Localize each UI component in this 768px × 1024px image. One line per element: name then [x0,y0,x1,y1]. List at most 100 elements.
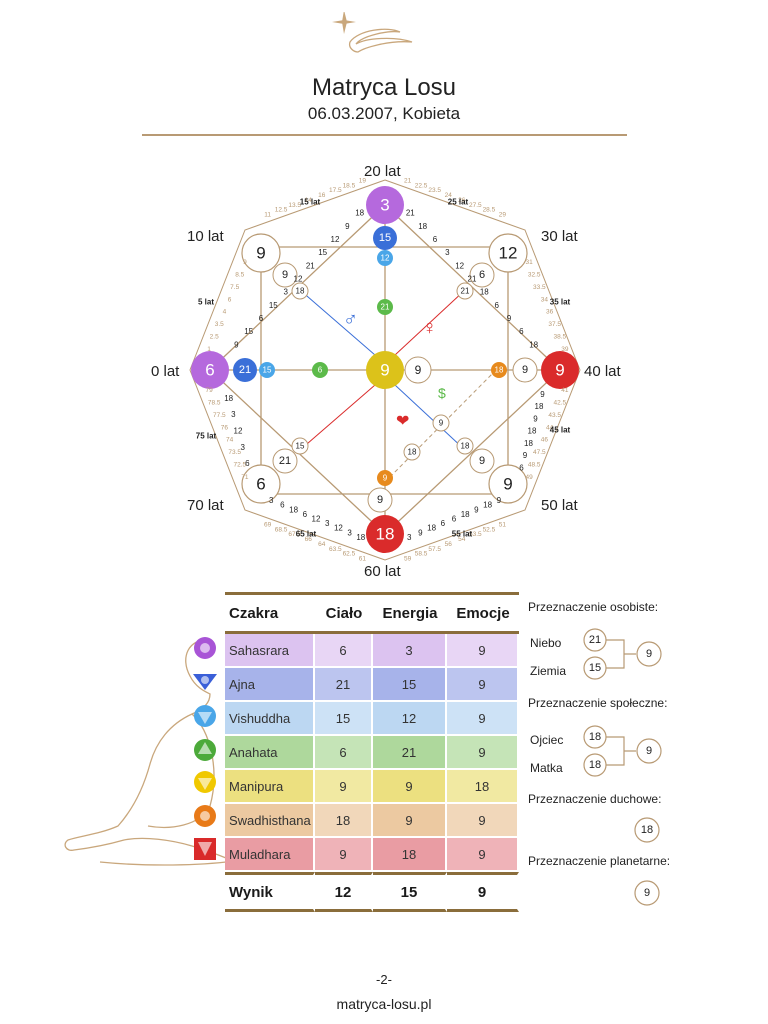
cialo-cell: 9 [315,838,373,872]
anahata-icon [194,739,216,761]
age-fraction: 74 [226,437,234,444]
ring-value: 18 [427,524,436,533]
age-fraction: 78.5 [208,399,221,406]
svg-text:18: 18 [376,525,395,544]
age-fraction: 46 [541,437,549,444]
ring-value: 12 [334,524,343,533]
tr-3-node: 21 [456,282,474,300]
ring-value: 9 [418,528,423,537]
age-label-70: 70 lat [187,497,225,514]
age-fraction: 33.5 [533,284,546,291]
svg-text:6: 6 [479,269,485,281]
ring-value: 18 [461,510,470,519]
ring-value: 6 [259,314,264,323]
svg-text:18: 18 [408,448,417,457]
ring-value: 9 [533,414,538,423]
svg-text:9: 9 [256,244,265,263]
age-fraction: 39 [561,346,569,353]
male-line [299,289,376,356]
ring-value: 15 [244,327,253,336]
ring-value: 9 [234,340,239,349]
age-label-50: 50 lat [541,497,579,514]
age-fraction: 8.5 [235,271,244,278]
ring-value: 9 [345,222,350,231]
cialo-cell: 6 [315,634,373,668]
chakra-name: Anahata [225,736,315,770]
age-fraction: 36 [546,309,554,316]
ring-value: 9 [523,451,528,460]
svg-text:18: 18 [589,731,601,743]
header-czakra: Czakra [225,592,315,634]
age-fraction: 56 [445,541,453,548]
age-label-10: 10 lat [187,228,225,245]
left-4-node: 6 [312,362,328,378]
ring-value: 18 [483,501,492,510]
age-fraction: 37.5 [548,321,561,328]
chakra-name: Ajna [225,668,315,702]
ring-value: 3 [269,496,274,505]
age-fraction: 12.5 [275,207,288,214]
line-node-1: 9 [432,414,450,432]
ring-value: 18 [289,505,298,514]
age-fraction: 28.5 [483,207,496,214]
destiny-circles: 21 15 9 18 18 9 18 9 [583,628,662,906]
chakra-name: Muladhara [225,838,315,872]
total-label: Wynik [225,872,315,912]
ring-value: 12 [294,275,303,284]
age-fraction: 68.5 [275,526,288,533]
ring-value: 15 [318,248,327,257]
bottom-node: 18 [366,515,404,553]
age-fraction: 71 [241,474,249,481]
br-3-node: 18 [456,437,474,455]
age-fraction: 3.5 [215,321,224,328]
right-2-node: 9 [512,357,538,383]
age-fraction: 61 [359,556,367,563]
ojciec-value: 18 [583,725,607,749]
social-result: 9 [636,738,662,764]
ring-value: 9 [540,390,545,399]
bottom-right-node: 9 [488,464,528,504]
chakra-table-header: Czakra Ciało Energia Emocje [225,592,519,634]
right-node: 9 [541,351,579,389]
age-fraction: 76 [221,424,229,431]
ojciec-label: Ojciec [530,733,564,747]
svg-text:9: 9 [377,494,383,506]
ring-value: 6 [494,301,499,310]
page-number: -2- [376,972,392,987]
ring-value: 3 [240,443,245,452]
ring-value: 12 [455,261,464,270]
bottom-left-node: 6 [241,464,281,504]
age-label-0: 0 lat [151,363,180,380]
vishuddha-icon [194,705,216,727]
energia-cell: 12 [373,702,447,736]
svg-text:9: 9 [522,364,528,376]
svg-text:21: 21 [461,287,470,296]
emocje-cell: 9 [447,838,519,872]
top-right-node: 12 [488,233,528,273]
dollar-symbol-icon: $ [438,385,446,401]
bl-2-node: 21 [272,448,298,474]
bottom-3-node: 9 [377,470,393,486]
top-4-node: 21 [377,299,393,315]
age-fraction: 34 [541,296,549,303]
ring-value: 6 [519,327,524,336]
age-label-60: 60 lat [364,563,402,580]
center-node: 9 [366,351,404,389]
age-fraction: 7.5 [230,284,239,291]
svg-text:9: 9 [646,648,652,660]
svg-text:9: 9 [282,269,288,281]
ring-value: 21 [306,261,315,270]
ring-value: 15 [269,301,278,310]
matka-value: 18 [583,753,607,777]
ring-value: 6 [433,235,438,244]
age-fraction: 67.5 [288,531,301,538]
planetary-destiny-title: Przeznaczenie planetarne: [528,854,671,868]
manipura-icon [194,771,216,793]
ring-value: 3 [283,288,288,297]
meditation-silhouette [64,639,227,866]
tr-2-node: 6 [469,262,495,288]
svg-text:9: 9 [503,475,512,494]
age-fraction: 24 [445,192,453,199]
